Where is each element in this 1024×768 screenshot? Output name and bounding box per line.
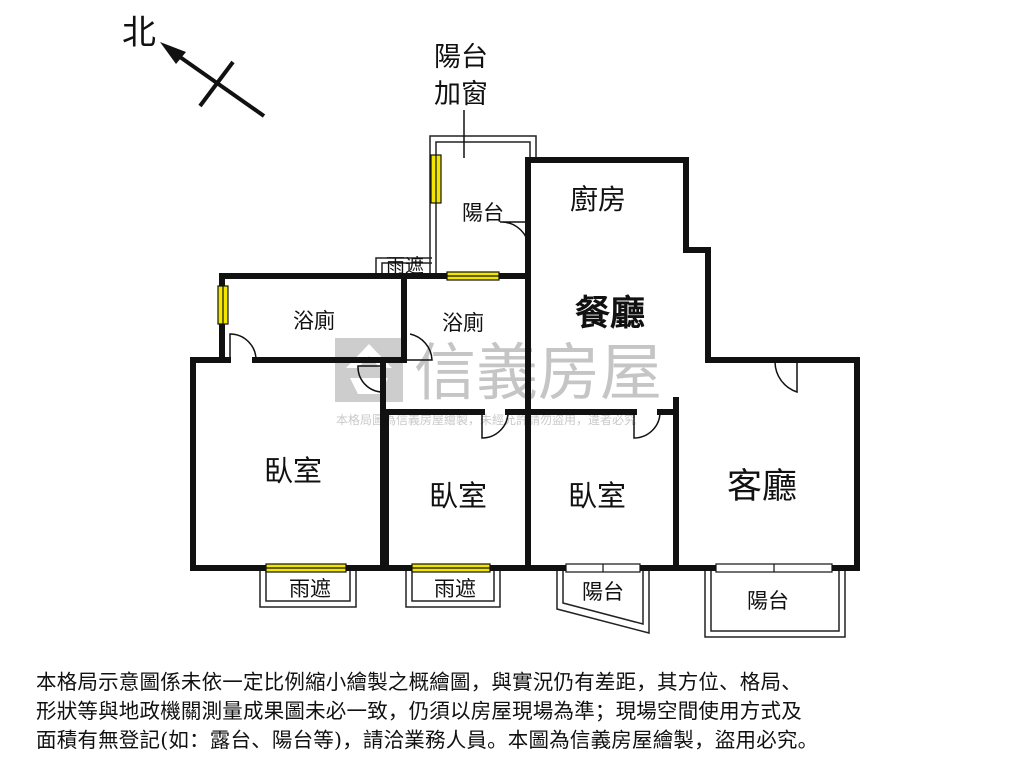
doors	[229, 221, 798, 439]
label-kitchen: 廚房	[570, 183, 626, 216]
room-labels: 陽台 加窗 陽台 廚房 餐廳 浴廁 浴廁 雨遮 臥室 臥室 臥室 客廳 雨遮 雨…	[264, 42, 797, 613]
label-rain-shelter-2: 雨遮	[434, 577, 476, 601]
label-bath-right: 浴廁	[442, 311, 484, 335]
label-rain-shelter-top: 雨遮	[386, 255, 424, 277]
label-bedroom-2: 臥室	[429, 479, 487, 513]
sliding-doors	[565, 563, 833, 573]
door-bedroom-mid	[481, 411, 509, 439]
door-bedroom-left	[357, 365, 384, 393]
door-kitchen-balcony	[499, 221, 529, 243]
label-balcony-bottom-2: 陽台	[747, 589, 789, 613]
label-bath-left: 浴廁	[293, 309, 335, 333]
floor-plan: 北 信義房屋 本格局圖為信義房屋繪製，未經允許請勿盜用，違者必究	[122, 13, 860, 638]
compass: 北	[122, 13, 266, 118]
watermark-notice: 本格局圖為信義房屋繪製，未經允許請勿盜用，違者必究	[336, 412, 636, 427]
windows	[217, 154, 500, 573]
disclaimer-line-3: 面積有無登記(如：露台、陽台等)，請洽業務人員。本圖為信義房屋繪製，盜用必究。	[36, 728, 819, 752]
label-balcony-bottom-1: 陽台	[582, 580, 624, 604]
disclaimer: 本格局示意圖係未依一定比例縮小繪製之概繪圖，與實況仍有差距，其方位、格局、 形狀…	[36, 668, 996, 755]
label-living-room: 客廳	[727, 467, 797, 507]
door-bath-left	[229, 333, 257, 361]
door-bedroom-right	[633, 411, 661, 439]
door-living-entry	[774, 360, 798, 394]
watermark-brand: 信義房屋	[414, 336, 662, 409]
label-bedroom-3: 臥室	[568, 479, 626, 513]
watermark-logo-icon	[335, 338, 403, 402]
north-crossbar	[198, 60, 235, 108]
label-rain-shelter-1: 雨遮	[289, 577, 331, 601]
label-balcony-top: 陽台	[462, 201, 504, 225]
label-bedroom-1: 臥室	[264, 454, 322, 488]
label-balcony-window-1: 陽台	[434, 42, 488, 73]
watermark: 信義房屋 本格局圖為信義房屋繪製，未經允許請勿盜用，違者必究	[335, 336, 662, 427]
disclaimer-line-1: 本格局示意圖係未依一定比例縮小繪製之概繪圖，與實況仍有差距，其方位、格局、	[36, 670, 802, 694]
door-bath-right	[404, 333, 433, 361]
north-label: 北	[122, 13, 156, 53]
north-arrowhead-icon	[160, 42, 186, 64]
disclaimer-line-2: 形狀等與地政機關測量成果圖未必一致，仍須以房屋現場為準；現場空間使用方式及	[36, 699, 802, 723]
label-dining: 餐廳	[575, 293, 645, 334]
thin-outlines	[259, 135, 846, 638]
label-balcony-window-2: 加窗	[434, 79, 488, 110]
